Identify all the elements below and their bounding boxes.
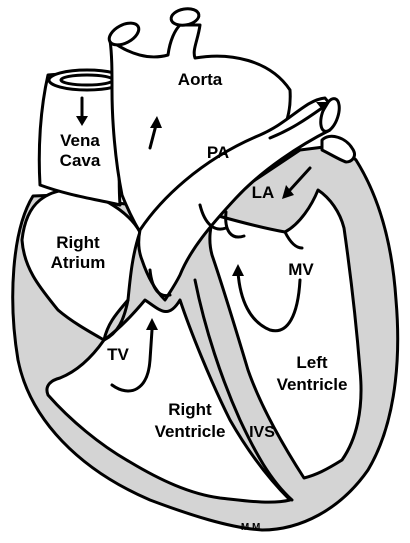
label-tv: TV [107,345,129,364]
label-pa: PA [207,143,229,162]
label-mv: MV [288,260,314,279]
artist-signature: M.M. [241,522,263,533]
label-ivs: IVS [249,424,275,441]
label-right-atrium-line2: Atrium [51,253,106,272]
vena-cava-opening-inner [61,75,113,85]
label-right-ventricle-line2: Ventricle [155,422,226,441]
label-aorta: Aorta [178,70,223,89]
label-right-ventricle-line1: Right [168,400,212,419]
label-vena-cava-line2: Cava [60,151,101,170]
label-la: LA [252,183,275,202]
label-vena-cava-line1: Vena [60,131,100,150]
label-left-ventricle-line2: Ventricle [277,375,348,394]
aorta-branch-opening-1 [106,19,143,50]
label-right-atrium-line1: Right [56,233,100,252]
label-left-ventricle-line1: Left [296,353,328,372]
